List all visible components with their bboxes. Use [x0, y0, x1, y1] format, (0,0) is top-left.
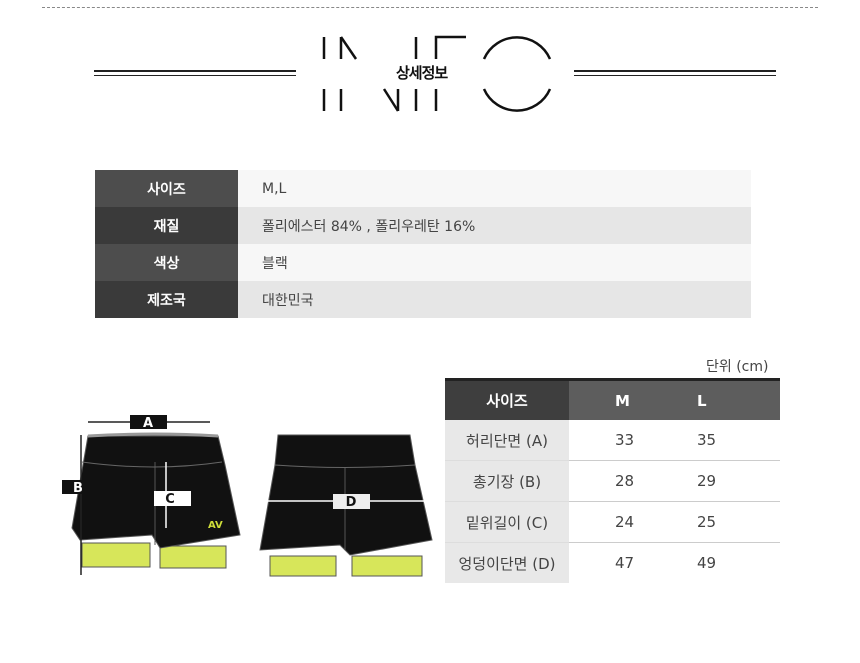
- size-m: 24: [569, 501, 696, 543]
- info-label: 색상: [95, 244, 238, 281]
- size-l: 25: [696, 501, 780, 543]
- size-row-label: 총기장 (B): [445, 460, 569, 502]
- title-line-left: [94, 70, 296, 76]
- info-label: 사이즈: [95, 170, 238, 207]
- label-b: B: [73, 481, 83, 496]
- size-l: 35: [696, 420, 780, 461]
- info-label: 제조국: [95, 281, 238, 318]
- size-row-label: 엉덩이단면 (D): [445, 542, 569, 583]
- size-row: 엉덩이단면 (D) 47 49: [445, 542, 780, 583]
- info-logo: [322, 35, 552, 112]
- size-header-l: L: [696, 379, 780, 420]
- size-l: 29: [696, 460, 780, 502]
- info-value: 대한민국: [238, 281, 751, 318]
- label-d: D: [346, 495, 357, 510]
- size-m: 47: [615, 554, 635, 572]
- info-value: 블랙: [238, 244, 751, 281]
- title-line-right: [574, 70, 776, 76]
- section-title: 상세정보: [396, 64, 448, 82]
- label-c: C: [165, 492, 175, 507]
- svg-text:AV: AV: [208, 520, 223, 531]
- unit-label: 단위 (cm): [706, 359, 769, 375]
- info-label: 재질: [95, 207, 238, 244]
- size-m: 33: [569, 420, 696, 461]
- size-l: 49: [697, 554, 717, 572]
- label-a: A: [143, 416, 153, 431]
- shorts-diagram: AV A B C D: [62, 415, 433, 577]
- size-header-m: M: [569, 379, 696, 420]
- info-value: M,L: [238, 170, 751, 207]
- size-row-label: 허리단면 (A): [445, 420, 569, 461]
- info-value: 폴리에스터 84% , 폴리우레탄 16%: [238, 207, 751, 244]
- top-divider: [42, 7, 818, 8]
- label-a-box: [130, 415, 167, 429]
- size-row-label: 밑위길이 (C): [445, 501, 569, 543]
- size-header: 사이즈: [445, 379, 569, 420]
- size-m: 28: [569, 460, 696, 502]
